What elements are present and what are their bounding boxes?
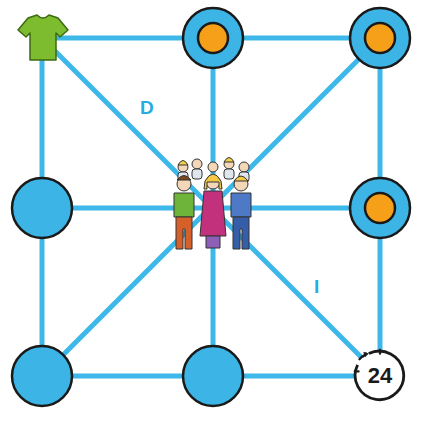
timer-number: 24: [368, 365, 392, 387]
tshirt-icon: [18, 15, 68, 60]
orange-dots: [198, 23, 395, 223]
timer-node: 24: [352, 348, 408, 404]
people-group: [174, 158, 251, 250]
line-letter: I: [312, 276, 321, 297]
circle-nodes: [12, 8, 410, 406]
connection-lines: [42, 38, 380, 376]
line-letter: D: [138, 97, 156, 118]
